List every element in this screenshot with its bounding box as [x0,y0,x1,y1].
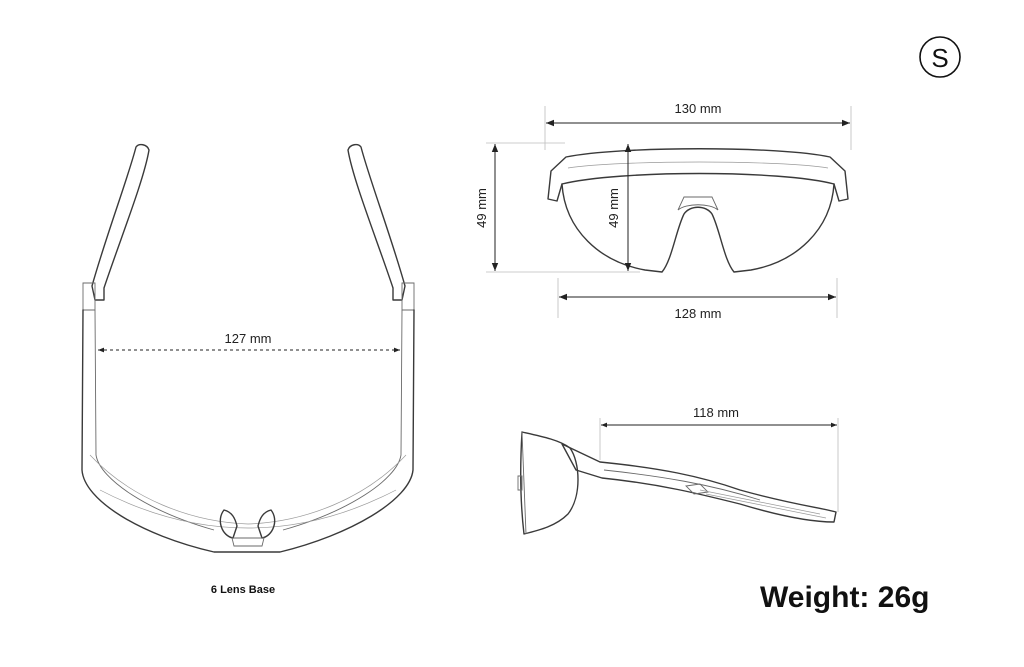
side-view-drawing [517,418,839,535]
front-top-width-label: 130 mm [675,101,722,116]
weight-label: Weight: 26g [760,581,929,614]
lens-base-caption: 6 Lens Base [211,584,275,596]
size-badge-label: S [931,43,948,73]
size-badge: S [919,36,961,78]
front-outer-height-label: 49 mm [474,188,489,228]
front-bottom-width-label: 128 mm [675,306,722,321]
side-temple-length-label: 118 mm [693,405,739,420]
front-lens-height-label: 49 mm [606,188,621,228]
top-view-drawing [81,143,415,553]
top-width-label: 127 mm [225,331,272,346]
front-view-drawing [486,106,852,318]
size-badge-circle [919,36,961,78]
